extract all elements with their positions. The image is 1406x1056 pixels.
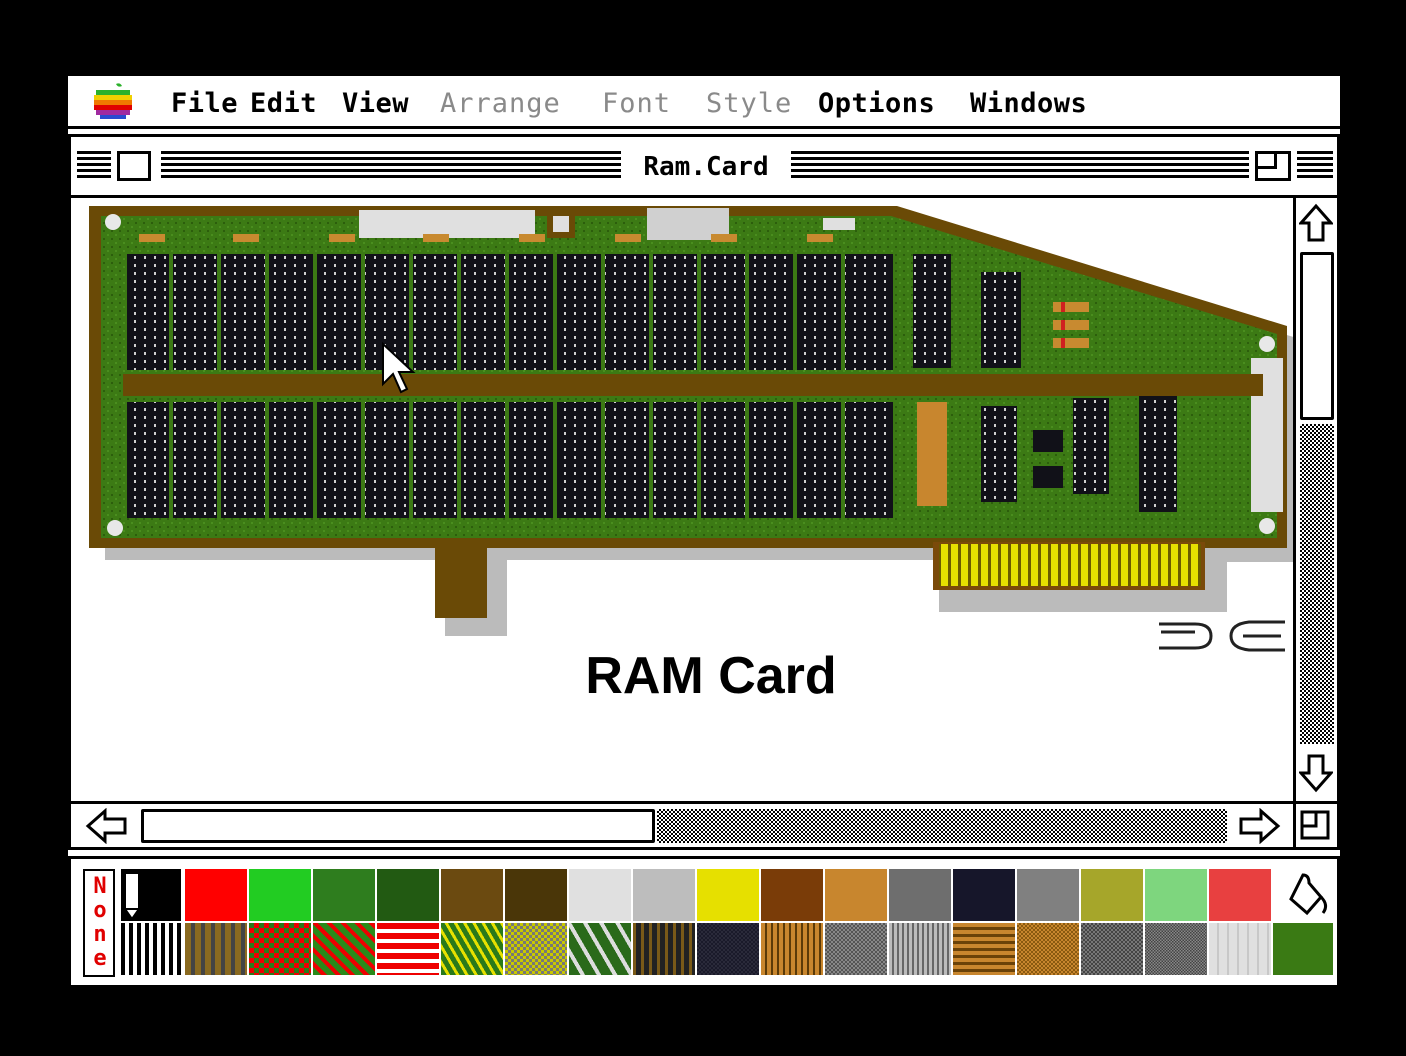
color-swatch[interactable] — [761, 869, 823, 921]
none-swatch[interactable]: None — [83, 869, 115, 977]
pencil-swatch[interactable] — [121, 869, 181, 921]
menu-view[interactable]: View — [342, 88, 410, 119]
scroll-up-arrow-icon[interactable] — [1298, 200, 1334, 246]
menu-bar: File Edit View Arrange Font Style Option… — [68, 76, 1340, 129]
color-swatch[interactable] — [1081, 869, 1143, 921]
horizontal-scroll-track[interactable] — [657, 809, 1227, 843]
color-swatch-row — [185, 869, 1271, 921]
color-swatch[interactable] — [185, 869, 247, 921]
ram-card-drawing[interactable] — [71, 198, 1293, 801]
pattern-swatch[interactable] — [377, 923, 439, 975]
size-box[interactable] — [1293, 801, 1337, 847]
horizontal-scroll-thumb[interactable] — [141, 809, 655, 843]
pattern-swatch[interactable] — [697, 923, 759, 975]
pattern-swatch-row — [185, 923, 1333, 975]
pattern-swatch[interactable] — [1273, 923, 1333, 975]
pattern-swatch[interactable] — [505, 923, 567, 975]
pattern-swatch[interactable] — [633, 923, 695, 975]
mouse-pointer-icon — [382, 341, 416, 394]
vertical-scroll-track[interactable] — [1300, 424, 1334, 744]
vertical-scroll-thumb[interactable] — [1300, 252, 1334, 420]
paint-bucket-icon — [1289, 873, 1328, 916]
fill-bucket-swatch[interactable] — [1273, 869, 1333, 921]
color-swatch[interactable] — [1017, 869, 1079, 921]
window-title: Ram.Card — [621, 151, 791, 183]
title-stripes-left — [77, 151, 111, 181]
menu-options[interactable]: Options — [818, 88, 936, 119]
color-swatch[interactable] — [249, 869, 311, 921]
signature-mark — [1159, 620, 1285, 652]
color-swatch[interactable] — [697, 869, 759, 921]
color-swatch[interactable] — [1209, 869, 1271, 921]
title-stripes-end — [1297, 151, 1333, 181]
pattern-swatch[interactable] — [825, 923, 887, 975]
menu-style[interactable]: Style — [706, 88, 793, 119]
crystal — [917, 402, 947, 506]
memory-chips-top — [127, 254, 893, 370]
scroll-right-arrow-icon[interactable] — [1231, 806, 1287, 846]
color-swatch[interactable] — [825, 869, 887, 921]
vertical-lines-swatch[interactable] — [121, 923, 181, 975]
pattern-swatch[interactable] — [1209, 923, 1271, 975]
horizontal-scrollbar[interactable] — [71, 801, 1293, 847]
drawing-caption: RAM Card — [585, 647, 837, 705]
color-swatch[interactable] — [377, 869, 439, 921]
pattern-swatch[interactable] — [889, 923, 951, 975]
canvas-area[interactable]: RAM Card — [71, 198, 1293, 801]
color-swatch[interactable] — [633, 869, 695, 921]
memory-chips-bottom — [127, 402, 893, 518]
menu-windows[interactable]: Windows — [970, 88, 1088, 119]
menu-font[interactable]: Font — [602, 88, 672, 119]
pattern-swatch[interactable] — [1145, 923, 1207, 975]
color-swatch[interactable] — [569, 869, 631, 921]
pencil-icon — [123, 872, 141, 921]
pattern-swatch[interactable] — [1081, 923, 1143, 975]
pattern-swatch[interactable] — [185, 923, 247, 975]
color-swatch[interactable] — [1145, 869, 1207, 921]
title-stripes — [161, 151, 621, 181]
resize-icon — [1300, 810, 1330, 840]
edge-connector — [939, 544, 1201, 586]
color-swatch[interactable] — [953, 869, 1015, 921]
color-swatch[interactable] — [505, 869, 567, 921]
apple-icon[interactable] — [90, 82, 136, 120]
pattern-swatch[interactable] — [953, 923, 1015, 975]
color-swatch[interactable] — [313, 869, 375, 921]
screen: File Edit View Arrange Font Style Option… — [68, 76, 1340, 988]
title-bar[interactable]: Ram.Card — [71, 137, 1337, 198]
pattern-swatch[interactable] — [313, 923, 375, 975]
pattern-swatch[interactable] — [569, 923, 631, 975]
pattern-palette: None — [68, 856, 1340, 988]
pattern-swatch[interactable] — [249, 923, 311, 975]
menu-file[interactable]: File — [171, 88, 239, 119]
menu-arrange[interactable]: Arrange — [440, 88, 561, 119]
title-stripes-right — [791, 151, 1249, 181]
pattern-swatch[interactable] — [761, 923, 823, 975]
scroll-left-arrow-icon[interactable] — [79, 806, 135, 846]
none-label: None — [93, 874, 107, 971]
pattern-swatch[interactable] — [1017, 923, 1079, 975]
bracket-tab — [435, 544, 487, 618]
scroll-down-arrow-icon[interactable] — [1298, 750, 1334, 796]
color-swatch[interactable] — [441, 869, 503, 921]
close-box[interactable] — [117, 151, 151, 181]
vertical-scrollbar[interactable] — [1293, 198, 1337, 801]
color-swatch[interactable] — [889, 869, 951, 921]
zoom-box[interactable] — [1255, 151, 1291, 181]
menu-edit[interactable]: Edit — [250, 88, 318, 119]
pattern-swatch[interactable] — [441, 923, 503, 975]
document-window: Ram.Card — [68, 134, 1340, 850]
